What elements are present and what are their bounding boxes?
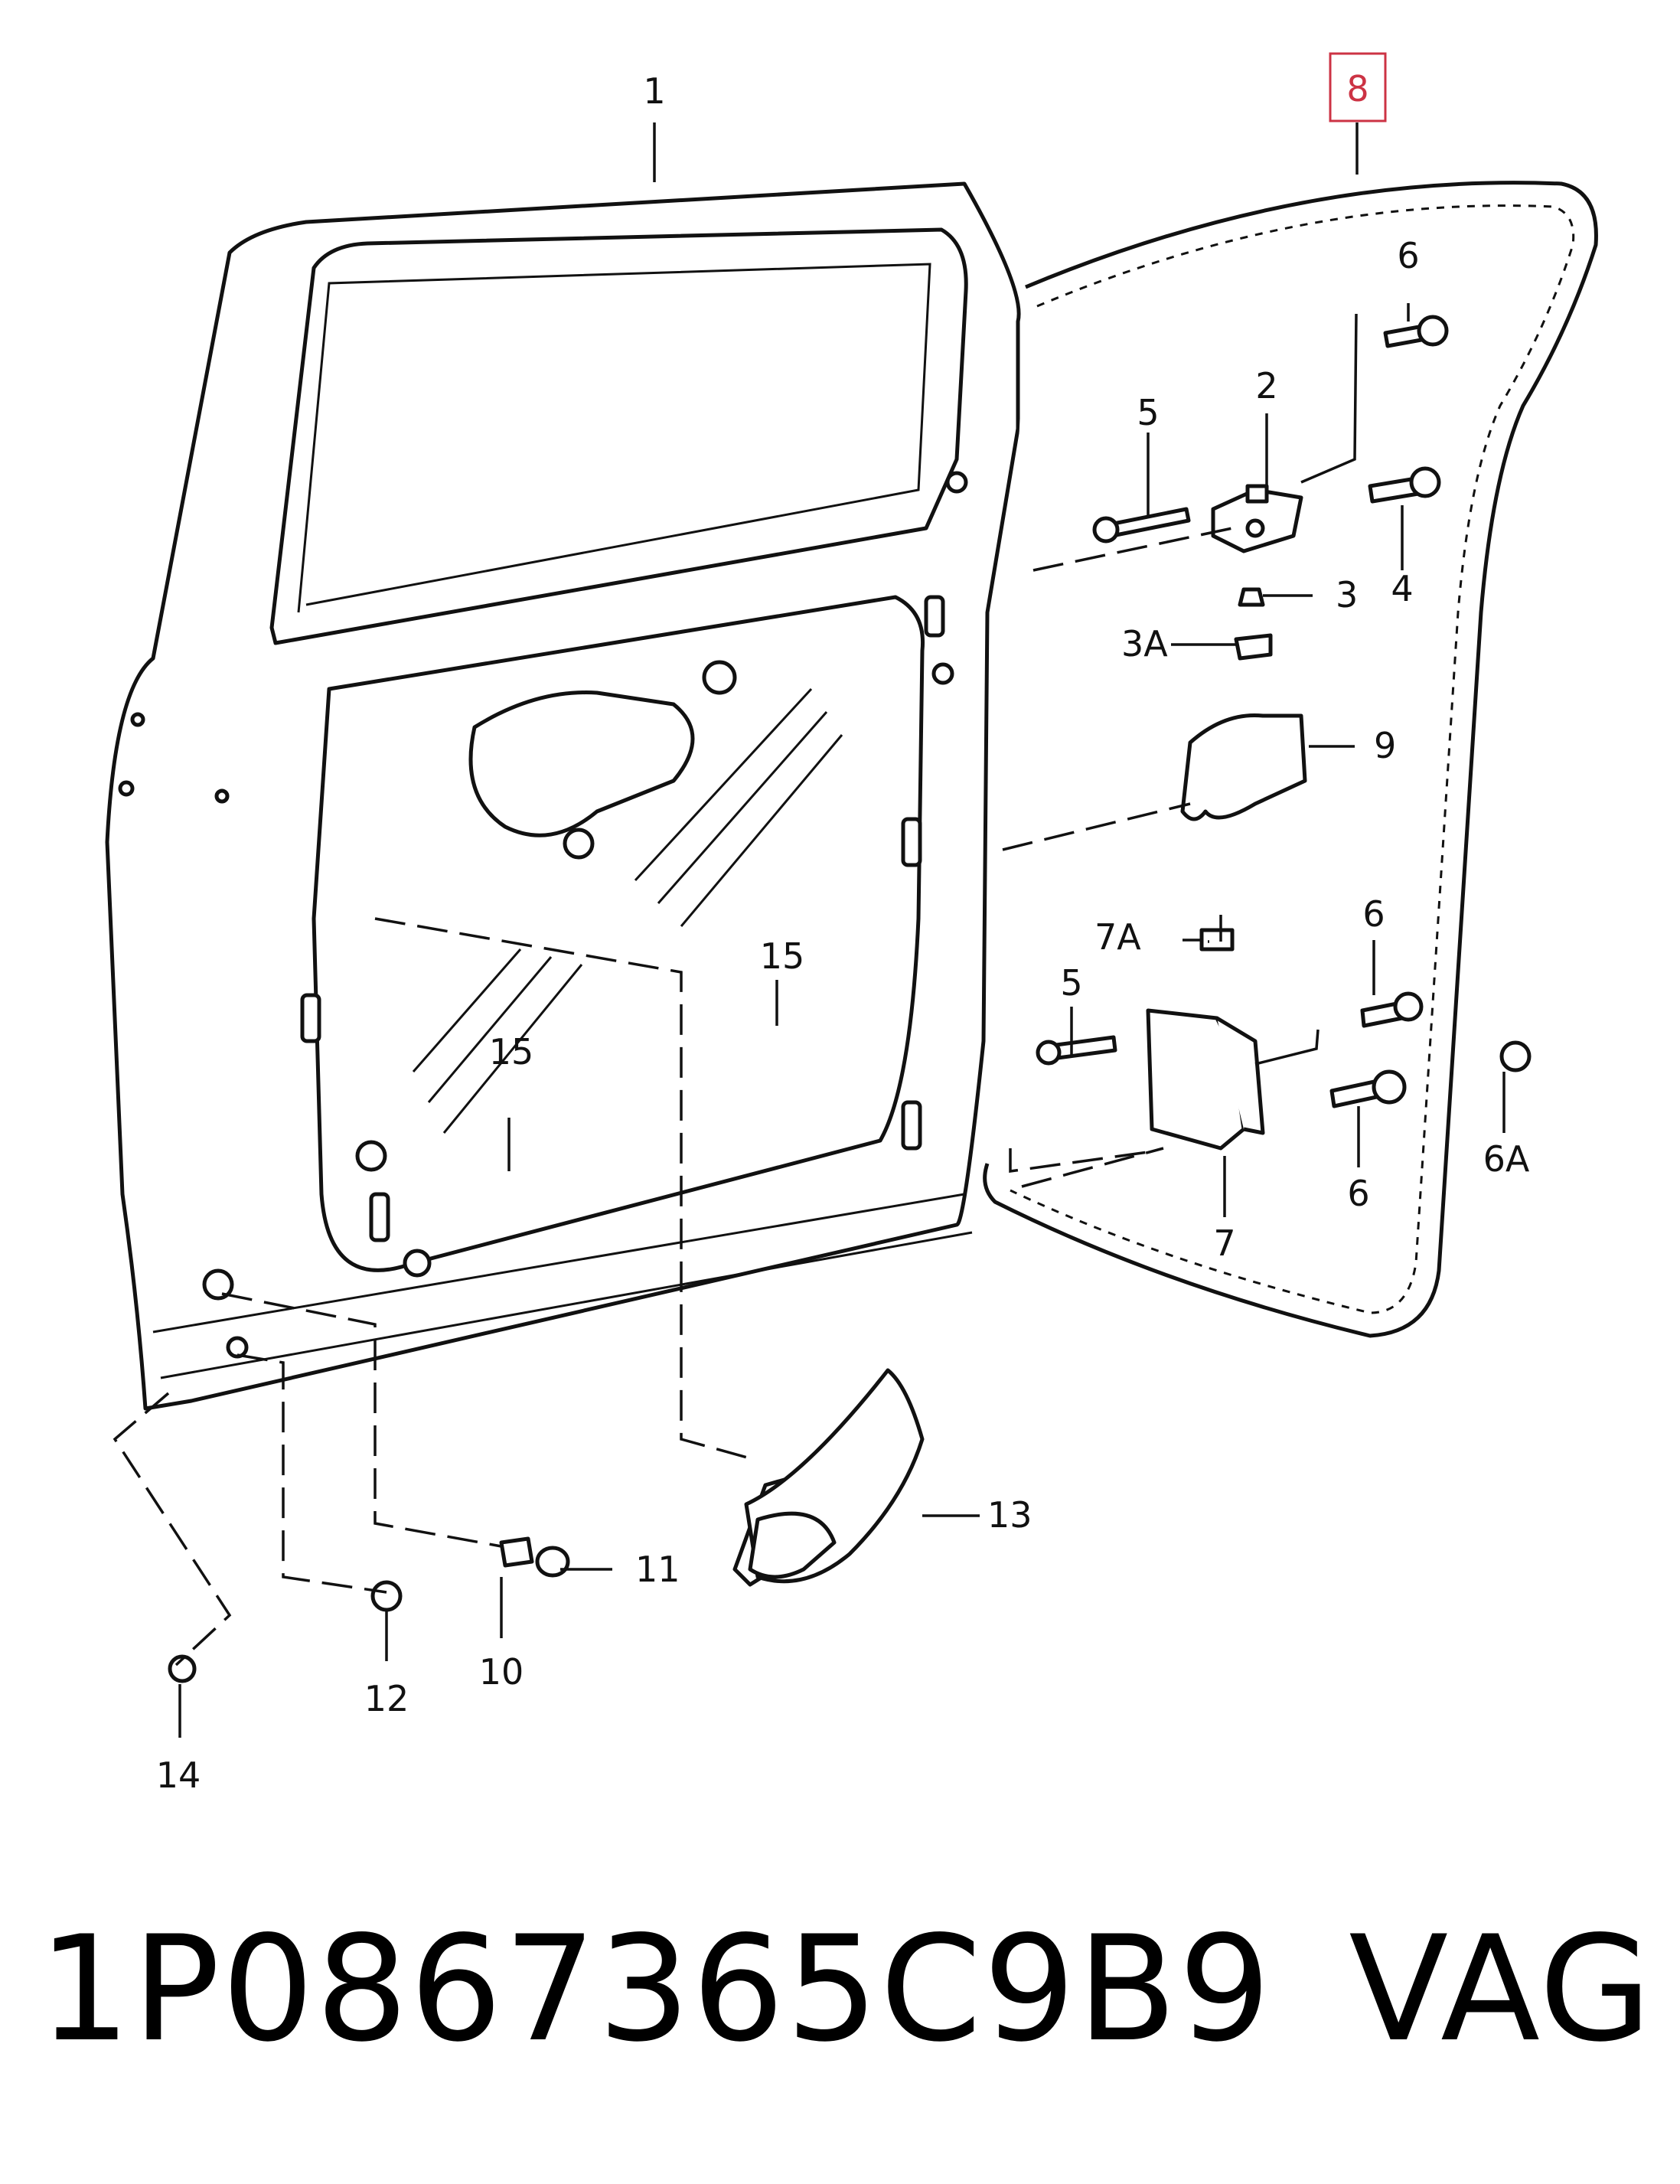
callout-15-left: 15 <box>489 1031 534 1072</box>
upper-hinge <box>1092 315 1449 821</box>
callout-3a: 3A <box>1121 623 1168 664</box>
callout-2: 2 <box>1255 365 1277 406</box>
part-number: 1P0867365C9B9 <box>38 1904 1273 2074</box>
callout-6a: 6A <box>1483 1138 1530 1180</box>
callout-5-top: 5 <box>1137 392 1159 433</box>
callout-6-bot: 6 <box>1347 1173 1369 1214</box>
lower-hinge <box>1036 928 1532 1151</box>
callout-12: 12 <box>364 1678 409 1719</box>
callout-3: 3 <box>1336 574 1358 615</box>
callout-6-top: 6 <box>1397 235 1419 276</box>
callout-1: 1 <box>643 70 665 112</box>
callout-7a: 7A <box>1094 916 1141 958</box>
callout-6-mid: 6 <box>1362 893 1385 935</box>
callout-8-highlight-box <box>1329 52 1387 122</box>
callout-4: 4 <box>1391 568 1413 609</box>
callouts: 1 8 6 2 5 3 4 3A 9 7A 6 5 15 15 6 6A 7 1… <box>156 52 1530 1796</box>
callout-14: 14 <box>156 1755 201 1796</box>
callout-9: 9 <box>1374 725 1396 766</box>
brand-name: VAG <box>1349 1904 1653 2074</box>
part-number-footer: 1P0867365C9B9 VAG <box>38 1889 1653 2088</box>
callout-5-bot: 5 <box>1060 962 1082 1004</box>
callout-15-right: 15 <box>760 935 805 977</box>
callout-13: 13 <box>987 1494 1032 1536</box>
leader-lines <box>178 122 1505 1738</box>
dashed-lines <box>113 527 1233 1667</box>
small-parts <box>168 1368 925 1683</box>
door-shell <box>105 181 1021 1411</box>
callout-10: 10 <box>479 1651 524 1693</box>
callout-7: 7 <box>1213 1223 1235 1264</box>
callout-11: 11 <box>635 1549 680 1590</box>
callout-8: 8 <box>1346 68 1368 109</box>
